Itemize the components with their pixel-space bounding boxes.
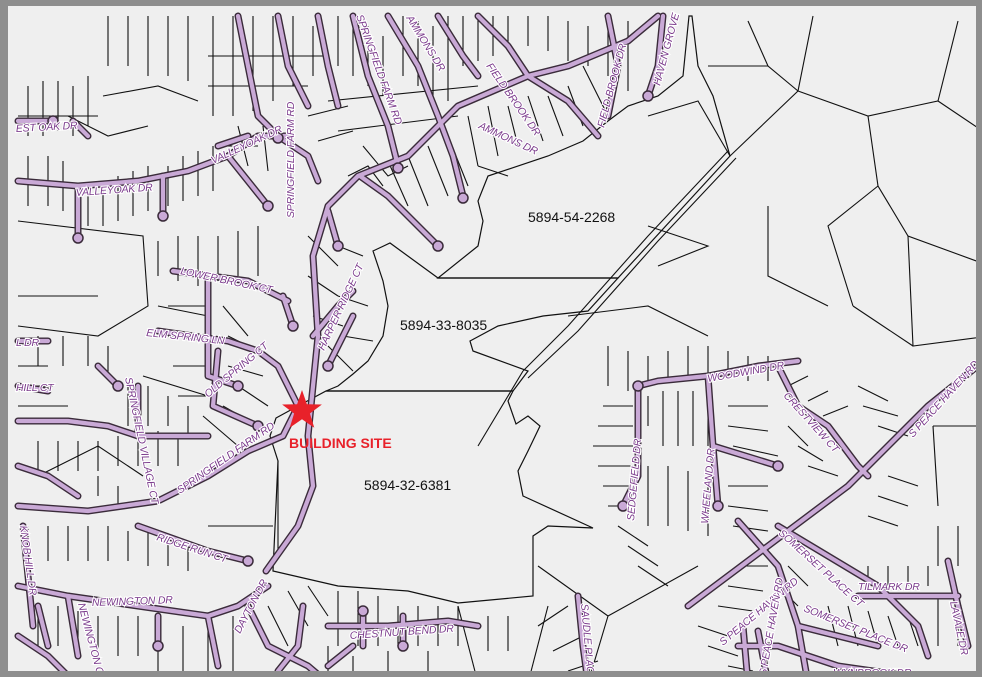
street-label: TILMARK DR	[858, 581, 920, 593]
parcel-pin-label: 5894-33-8035	[400, 317, 487, 333]
street-label: NEWINGTON DR	[92, 594, 174, 609]
street-label: S PEACE HAVEN RD	[906, 358, 982, 440]
street-label: L DR	[16, 337, 40, 349]
red-star-icon	[282, 390, 322, 428]
road-network	[14, 12, 976, 671]
street-label: SPRINGFIELD FARM RD	[175, 420, 278, 497]
parcel-5894-33-8035[interactable]	[325, 242, 620, 392]
street-label: WYNBROOK DR	[833, 667, 912, 677]
parcel-5894-32-6381[interactable]	[269, 390, 594, 604]
street-label: ELM SPRING LN	[146, 327, 226, 347]
parcel-pin-label: 5894-54-2268	[528, 209, 615, 225]
parcel-5894-54-2268[interactable]	[436, 15, 731, 279]
street-label: HILL CT	[16, 382, 55, 394]
building-site-marker[interactable]: BUILDING SITE	[282, 390, 392, 451]
street-label: CRESTVIEW CT	[781, 390, 843, 457]
street-label: SEDGEFIELD DR	[625, 438, 644, 521]
lot-lines	[17, 15, 976, 671]
street-label: EST OAK DR	[16, 120, 79, 135]
street-label: WOODWIND DR	[706, 360, 785, 385]
street-label: LOWER BROOK CT	[179, 265, 275, 297]
street-label: SPRINGFIELD FARM RD	[285, 101, 297, 218]
street-label: S PEACE HAVEN RD	[757, 576, 786, 676]
parcel-map[interactable]: SPRINGFIELD FARM RD AMMONS DR FIELD BROO…	[8, 6, 982, 677]
street-label: NEWINGTON CT	[75, 602, 108, 677]
subject-parcels	[269, 15, 731, 604]
building-site-label: BUILDING SITE	[289, 435, 392, 451]
street-label: RIDGE RUN CT	[155, 531, 230, 566]
parcel-pin-label: 5894-32-6381	[364, 477, 451, 493]
cul-de-sacs	[47, 90, 784, 652]
street-labels: SPRINGFIELD FARM RD AMMONS DR FIELD BROO…	[14, 10, 982, 677]
parcel-labels: 5894-54-2268 5894-33-8035 5894-32-6381	[364, 209, 615, 493]
railway-line	[477, 150, 737, 447]
street-label: SPRINGFIELD VILLAGE CT	[122, 376, 161, 507]
